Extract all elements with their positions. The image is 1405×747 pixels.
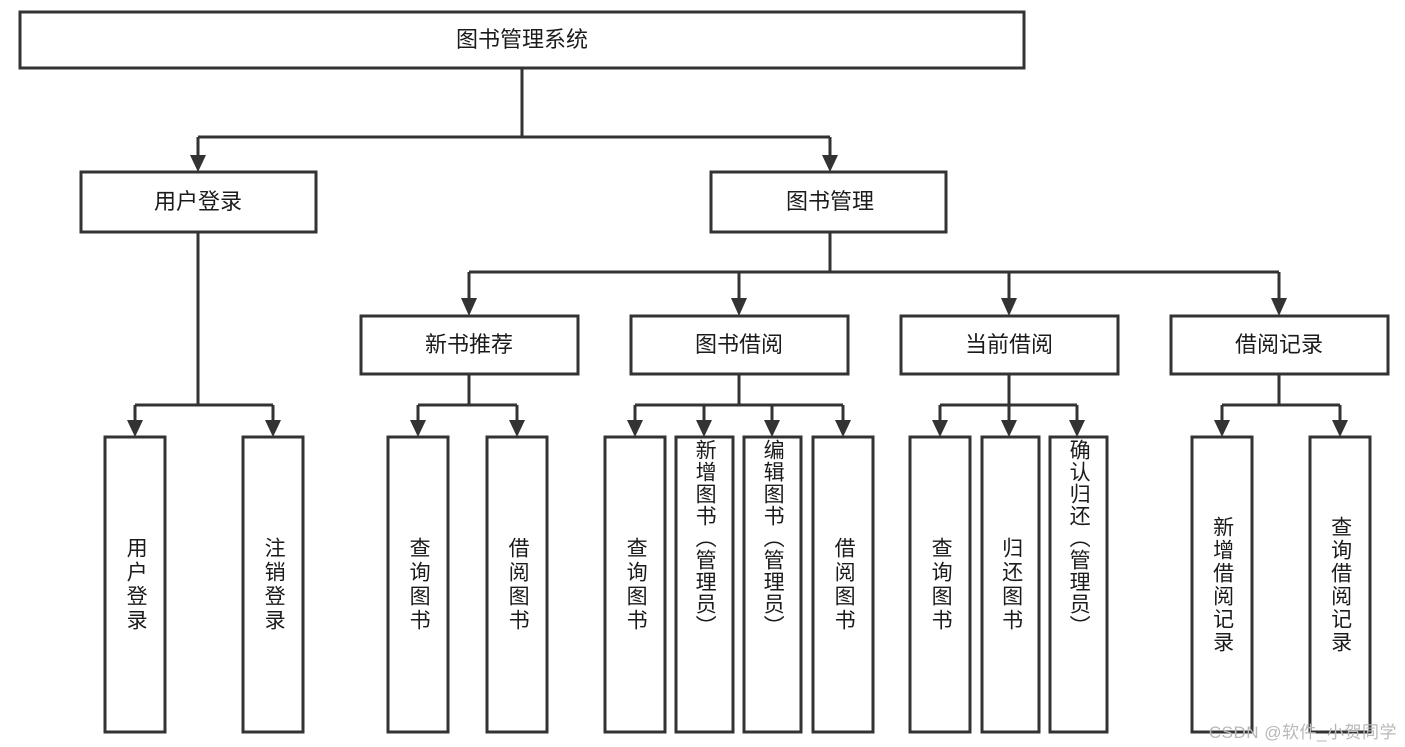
node-label-leaf-confirm-return: 确认归还（管理员）	[1067, 439, 1091, 637]
node-label-leaf-add-record: 新增借阅记录	[1210, 515, 1234, 654]
node-leaf-add-book[interactable]: 新增图书（管理员）	[674, 435, 735, 734]
node-label-leaf-borrow-book-1: 借阅图书	[506, 536, 530, 633]
connector-book-management-to-level3	[461, 232, 1287, 316]
node-label-new-book-recommend: 新书推荐	[425, 332, 513, 357]
node-label-leaf-logout-login: 注销登录	[262, 536, 286, 633]
node-label-leaf-query-book-2: 查询图书	[624, 536, 648, 633]
node-label-current-borrow: 当前借阅	[965, 332, 1053, 357]
node-label-leaf-borrow-book-2: 借阅图书	[832, 536, 856, 633]
connector-borrow-record-to-leaves	[1214, 374, 1348, 437]
node-label-leaf-return-book: 归还图书	[999, 536, 1023, 633]
node-label-leaf-edit-book: 编辑图书（管理员）	[761, 439, 785, 637]
node-book-management[interactable]: 图书管理	[709, 170, 948, 234]
node-leaf-query-record[interactable]: 查询借阅记录	[1308, 435, 1372, 734]
node-leaf-confirm-return[interactable]: 确认归还（管理员）	[1048, 435, 1109, 734]
node-label-leaf-query-book-1: 查询图书	[407, 536, 431, 633]
node-leaf-user-login[interactable]: 用户登录	[103, 435, 167, 734]
node-leaf-borrow-book-2[interactable]: 借阅图书	[811, 435, 875, 734]
node-leaf-query-book-1[interactable]: 查询图书	[386, 435, 450, 734]
node-label-leaf-query-record: 查询借阅记录	[1328, 515, 1352, 654]
node-book-borrow[interactable]: 图书借阅	[629, 314, 850, 376]
node-leaf-return-book[interactable]: 归还图书	[980, 435, 1041, 734]
connector-new-book-recommend-to-leaves	[410, 374, 525, 437]
node-current-borrow[interactable]: 当前借阅	[899, 314, 1120, 376]
node-leaf-borrow-book-1[interactable]: 借阅图书	[485, 435, 549, 734]
connector-user-login-to-leaves	[127, 232, 281, 437]
connector-book-borrow-to-leaves	[627, 374, 851, 437]
node-leaf-query-book-3[interactable]: 查询图书	[908, 435, 972, 734]
node-leaf-add-record[interactable]: 新增借阅记录	[1190, 435, 1254, 734]
node-label-book-management: 图书管理	[786, 189, 874, 214]
node-borrow-record[interactable]: 借阅记录	[1169, 314, 1390, 376]
connector-current-borrow-to-leaves	[932, 374, 1085, 437]
node-label-root: 图书管理系统	[456, 27, 588, 52]
node-new-book-recommend[interactable]: 新书推荐	[359, 314, 580, 376]
node-label-leaf-add-book: 新增图书（管理员）	[693, 439, 717, 637]
node-leaf-edit-book[interactable]: 编辑图书（管理员）	[742, 435, 803, 734]
node-leaf-logout-login[interactable]: 注销登录	[241, 435, 305, 734]
node-leaf-query-book-2[interactable]: 查询图书	[603, 435, 667, 734]
node-label-user-login: 用户登录	[154, 189, 242, 214]
node-user-login[interactable]: 用户登录	[79, 170, 318, 234]
csdn-watermark: CSDN @软件_小贺同学	[1208, 723, 1397, 742]
node-label-leaf-user-login: 用户登录	[124, 536, 148, 633]
node-root-book-management-system[interactable]: 图书管理系统	[18, 10, 1026, 70]
node-label-leaf-query-book-3: 查询图书	[929, 536, 953, 633]
node-label-borrow-record: 借阅记录	[1235, 332, 1323, 357]
node-label-book-borrow: 图书借阅	[695, 332, 783, 357]
connector-root-to-level2	[190, 68, 838, 172]
